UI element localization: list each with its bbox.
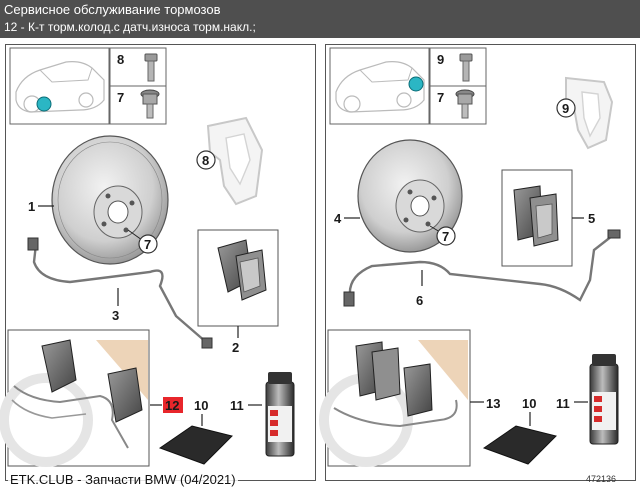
label-sensor-left: 3 bbox=[112, 308, 119, 323]
label-disc-bolt-right: 7 bbox=[442, 229, 449, 244]
label-sensor-right: 6 bbox=[416, 293, 423, 308]
page-subtitle: 12 - К-т торм.колод.с датч.износа торм.н… bbox=[4, 20, 256, 34]
diagram-number: 472136 bbox=[586, 474, 617, 484]
brake-pad-kit-front[interactable] bbox=[11, 339, 143, 449]
label-disc-right: 4 bbox=[334, 211, 342, 226]
locator-dot-icon bbox=[36, 96, 52, 112]
label-fastener-bottom-right: 7 bbox=[437, 90, 444, 105]
label-kit-left: 12 bbox=[165, 398, 179, 413]
label-fastener-top-left: 8 bbox=[117, 52, 124, 67]
label-kit-right: 13 bbox=[486, 396, 500, 411]
label-pad-set-left: 2 bbox=[232, 340, 239, 355]
brake-pads-rear[interactable] bbox=[513, 185, 559, 247]
wear-sensor-wire-front[interactable] bbox=[32, 243, 207, 343]
header-bar: Сервисное обслуживание тормозов 12 - К-т… bbox=[0, 0, 640, 38]
vehicle-locator-left[interactable] bbox=[9, 47, 110, 125]
label-fastener-top-right: 9 bbox=[437, 52, 444, 67]
spray-can-icon[interactable] bbox=[265, 372, 295, 457]
page-title: Сервисное обслуживание тормозов bbox=[4, 2, 221, 17]
brake-disc-front[interactable] bbox=[51, 135, 169, 265]
caliper-carrier-front[interactable] bbox=[206, 116, 264, 206]
wear-sensor-wire-rear[interactable] bbox=[348, 235, 613, 302]
grease-packet-icon[interactable] bbox=[158, 425, 233, 465]
grease-packet-icon[interactable] bbox=[482, 425, 557, 465]
bolt-icon[interactable] bbox=[459, 53, 473, 82]
cap-bolt-icon[interactable] bbox=[455, 89, 475, 119]
locator-dot-icon bbox=[408, 76, 424, 92]
kit-highlight-badge[interactable] bbox=[163, 397, 183, 413]
label-disc-left: 1 bbox=[28, 199, 35, 214]
spray-can-icon[interactable] bbox=[589, 354, 619, 445]
label-grease-right: 10 bbox=[522, 396, 536, 411]
brake-pads-front[interactable] bbox=[217, 239, 267, 301]
label-fastener-bottom-left: 7 bbox=[117, 90, 124, 105]
label-caliper-carrier-left: 8 bbox=[202, 153, 209, 168]
label-pad-set-right: 5 bbox=[588, 211, 595, 226]
cap-bolt-icon[interactable] bbox=[140, 89, 160, 119]
vehicle-locator-right[interactable] bbox=[329, 47, 430, 125]
brake-pad-kit-rear[interactable] bbox=[333, 341, 458, 428]
label-disc-bolt-left: 7 bbox=[144, 237, 151, 252]
brake-disc-rear[interactable] bbox=[357, 139, 463, 253]
bolt-icon[interactable] bbox=[144, 53, 158, 82]
footer-brand: ETK.CLUB - Запчасти BMW (04/2021) bbox=[8, 472, 238, 487]
label-caliper-carrier-right: 9 bbox=[562, 101, 569, 116]
label-spray-left: 11 bbox=[230, 398, 244, 413]
label-spray-right: 11 bbox=[556, 396, 570, 411]
label-grease-left: 10 bbox=[194, 398, 208, 413]
